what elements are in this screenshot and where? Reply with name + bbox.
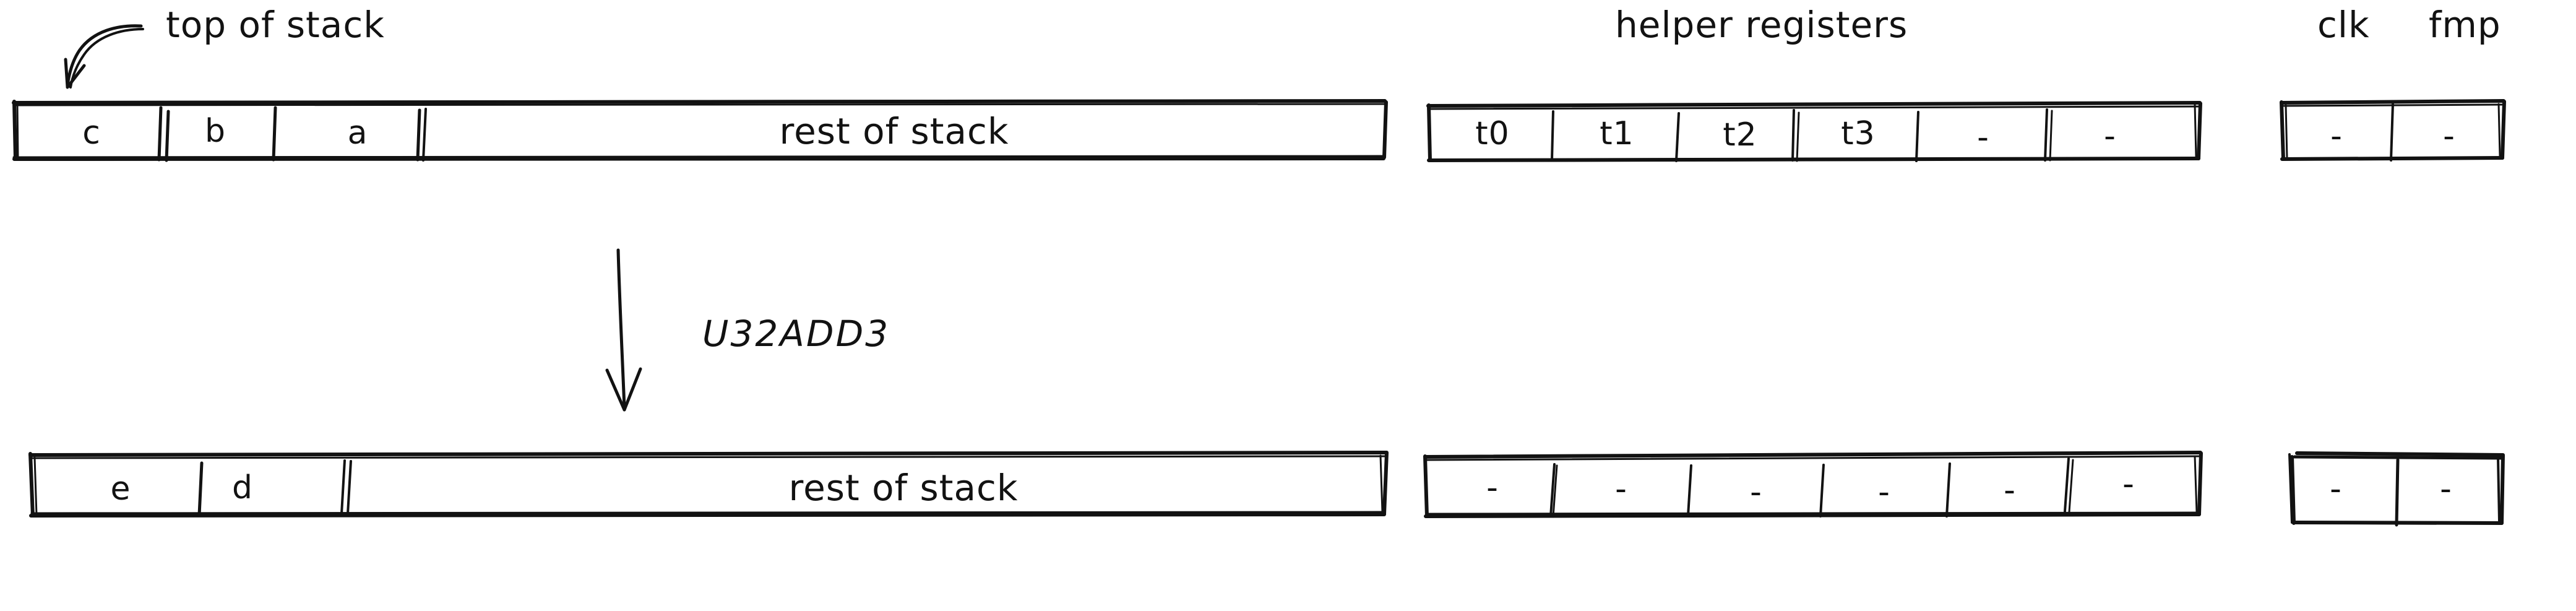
after-stack-cell-1: d — [231, 469, 254, 506]
after-clk-cell: - — [2330, 470, 2342, 508]
clk-label: clk — [2317, 4, 2370, 46]
before-stack-cell-1: b — [204, 113, 226, 150]
after-register-cell-2: - — [1750, 474, 1762, 511]
after-fmp-cell: - — [2440, 470, 2452, 508]
before-fmp-cell: - — [2443, 118, 2455, 155]
fmp-label: fmp — [2429, 4, 2501, 46]
before-stack-rest-label: rest of stack — [779, 110, 1009, 152]
before-register-cell-0: t0 — [1475, 115, 1510, 152]
before-stack-cell-0: c — [82, 115, 101, 152]
before-register-cell-4: - — [1977, 119, 1989, 156]
after-register-cell-1: - — [1615, 470, 1627, 508]
after-register-cell-0: - — [1486, 469, 1499, 506]
operation-label: U32ADD3 — [702, 313, 890, 355]
after-stack-rest-label: rest of stack — [788, 467, 1019, 509]
top-of-stack-label: top of stack — [166, 4, 385, 46]
before-register-cell-2: t2 — [1723, 116, 1757, 154]
after-register-cell-5: - — [2122, 466, 2135, 503]
after-register-cell-4: - — [2004, 472, 2016, 509]
after-stack-cell-0: e — [110, 470, 131, 508]
before-stack-cell-2: a — [347, 115, 368, 152]
before-register-cell-5: - — [2104, 118, 2116, 155]
before-register-cell-1: t1 — [1600, 115, 1634, 152]
after-register-cell-3: - — [1878, 474, 1890, 511]
helper-registers-label: helper registers — [1615, 4, 1908, 46]
before-clk-cell: - — [2330, 118, 2343, 155]
before-register-cell-3: t3 — [1841, 115, 1876, 152]
